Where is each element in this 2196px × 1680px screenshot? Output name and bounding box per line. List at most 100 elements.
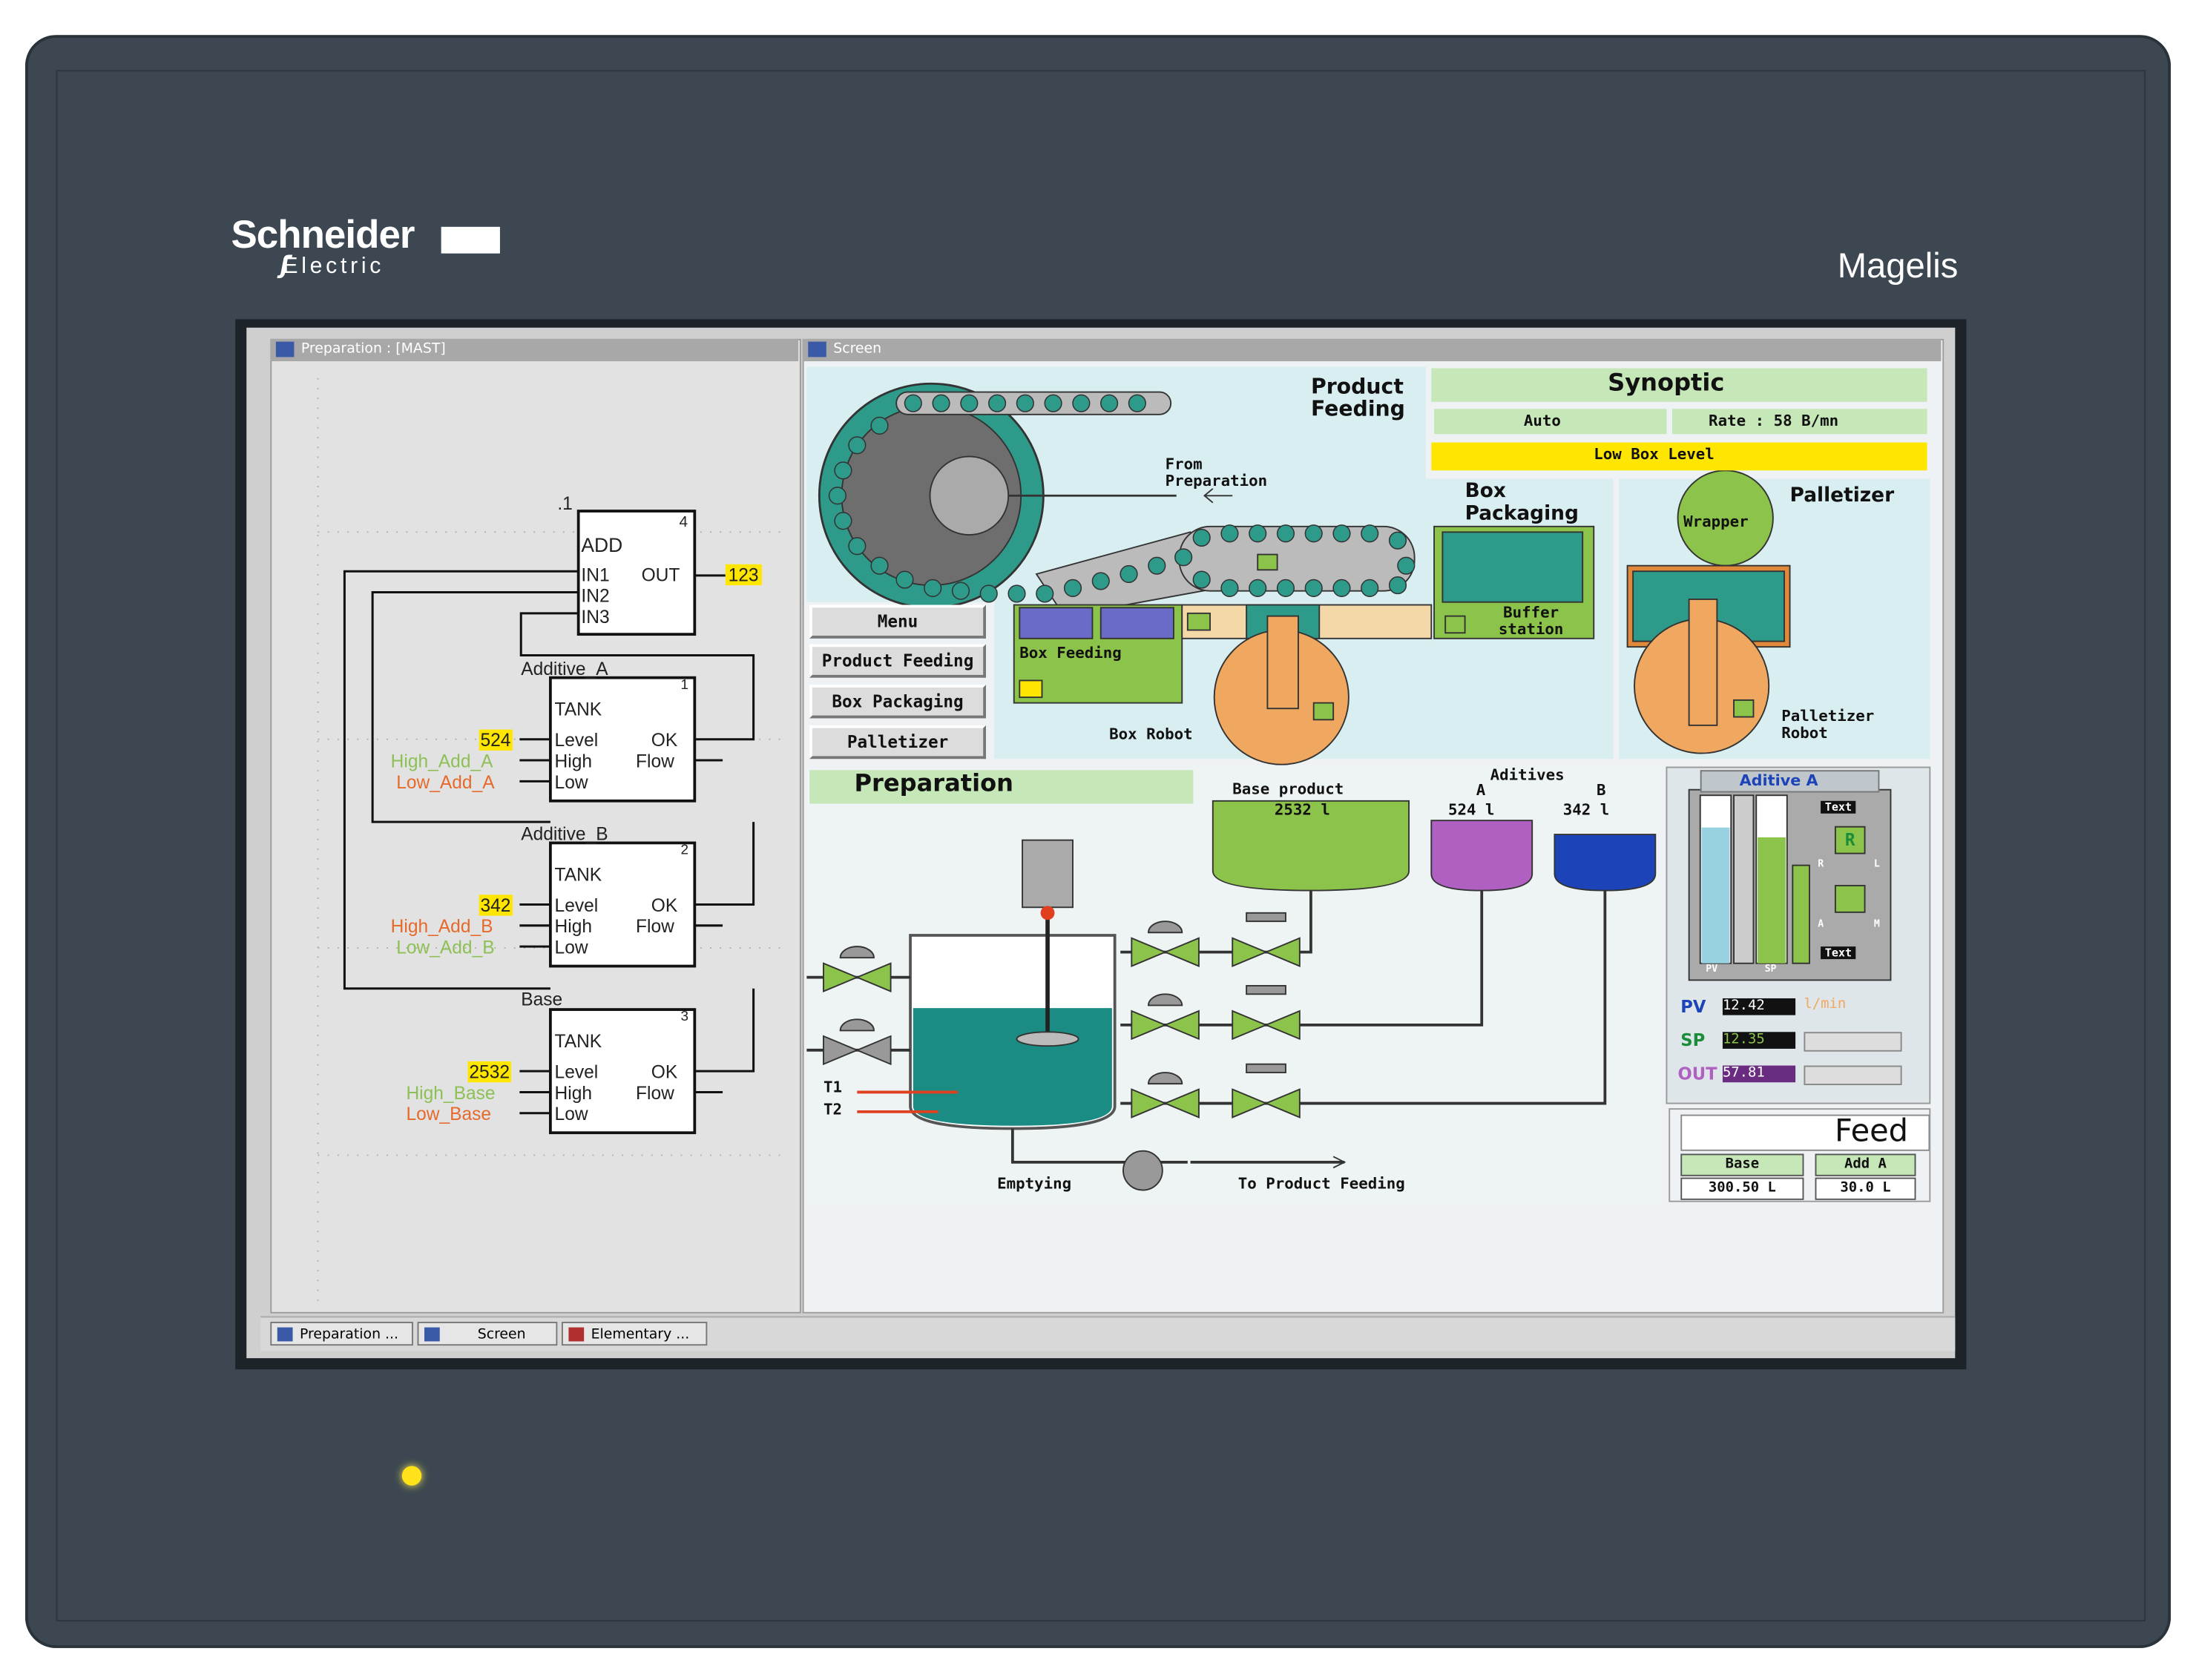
pv-unit: l/min [1804,997,1847,1012]
window-icon [275,341,295,358]
r-label: R [1818,858,1824,870]
window-icon [808,341,826,358]
screen-window-titlebar[interactable]: Screen [802,338,1942,362]
preparation-window-titlebar[interactable]: Preparation : [MAST] [270,338,799,362]
tank-base-low-var: Low_Base [406,1103,492,1124]
screen-window-title: Screen [833,341,882,358]
pv-value: 12.42 [1722,998,1796,1015]
emptying-pump [1122,1150,1163,1191]
l-label: L [1873,858,1880,870]
auto-manual-button[interactable] [1834,885,1866,913]
tank-a-pin-ok: OK [651,729,678,751]
alarm-banner[interactable] [1431,442,1927,471]
from-preparation-label: From Preparation [1165,455,1268,490]
tank-base-pin-level: Level [554,1061,599,1083]
feed-base-label: Base [1680,1153,1804,1176]
tank-b-index: 2 [680,843,688,859]
tank-a-level-value[interactable]: 524 [479,729,513,751]
bezel-frame [56,70,2146,1622]
base-product-value: 2532 l [1274,800,1330,820]
aditive-panel-header [1700,770,1880,793]
rate-box [1671,409,1927,435]
taskbar-item-elementary[interactable]: Elementary ... [561,1322,708,1346]
brand-logo: Schneider [231,212,415,257]
aditive-text-top: Text [1821,800,1856,814]
sp-scale-label: SP [1764,963,1777,975]
tank-base-high-var: High_Base [406,1082,496,1104]
add-out: OUT [641,564,680,586]
tank-b-pin-level: Level [554,895,599,916]
out-value: 57.81 [1722,1065,1796,1083]
menu-title: Menu [809,605,986,639]
tank-a-name: TANK [554,698,602,720]
taskbar-item-label: Preparation ... [299,1327,399,1343]
emptying-label: Emptying [997,1174,1072,1193]
tank-block-b [548,841,697,968]
buffer-station-label: Buffer station [1498,603,1564,639]
window-icon [277,1327,293,1342]
brand-logo-block [441,226,500,254]
palletizer-robot-label: Palletizer Robot [1781,707,1875,742]
menu-product-feeding-button[interactable]: Product Feeding [809,644,986,678]
tank-a-pin-level: Level [554,729,599,751]
additive-b-value: 342 l [1562,800,1610,820]
tank-base-level-value[interactable]: 2532 [467,1061,511,1083]
menu-box-packaging-button[interactable]: Box Packaging [809,685,986,719]
add-block-index: 4 [679,513,688,531]
m-label: M [1873,918,1880,930]
palletizer-label: Palletizer [1789,484,1895,507]
add-block-name: ADD [581,533,623,556]
tank-b-low-var: Low_Add_B [396,936,495,958]
tank-a-index: 1 [680,677,688,694]
remote-button[interactable]: R [1834,826,1866,854]
aditive-panel-title: Aditive A [1739,771,1818,790]
preparation-header [809,770,1194,804]
add-in2: IN2 [581,585,610,607]
feed-add-a-label: Add A [1815,1153,1916,1176]
taskbar-item-label: Elementary ... [591,1327,690,1343]
tank-b-name: TANK [554,863,602,886]
out-slider[interactable] [1804,1065,1902,1086]
t2-label: T2 [824,1100,843,1119]
add-out-value[interactable]: 123 [725,564,762,586]
aditives-label: Aditives [1490,765,1565,785]
sp-bargraph [1758,837,1786,963]
rate-value: Rate : 58 B/mn [1709,412,1839,430]
tank-base-pin-high: High [554,1082,593,1104]
product-feeding-label: Product Feeding [1310,374,1405,422]
synoptic-title: Synoptic [1608,369,1725,398]
taskbar-item-screen[interactable]: Screen [417,1322,558,1346]
tank-a-pin-flow: Flow [636,750,674,772]
box-robot-label: Box Robot [1109,725,1193,744]
preparation-title: Preparation [854,770,1013,799]
tank-a-high-var: High_Add_A [390,750,493,772]
sp-slider[interactable] [1804,1032,1902,1052]
book-icon [568,1327,585,1342]
mode-value: Auto [1523,412,1561,430]
preparation-window[interactable] [270,338,801,1314]
tank-block-base [548,1008,697,1135]
menu-palletizer-button[interactable]: Palletizer [809,725,986,760]
window-icon [424,1327,440,1342]
tank-base-header: Base [521,988,563,1010]
t1-label: T1 [824,1078,843,1097]
mode-box [1434,409,1667,435]
taskbar-item-preparation[interactable]: Preparation ... [270,1322,413,1346]
mixer-motor [1022,839,1074,909]
add-block [576,510,697,636]
tank-b-pin-high: High [554,915,593,937]
additive-b-letter: B [1597,781,1606,800]
synoptic-header [1431,368,1927,402]
tank-b-level-value[interactable]: 342 [479,895,513,916]
base-product-label: Base product [1232,780,1344,799]
feed-add-a-value: 30.0 L [1815,1177,1916,1200]
feed-header-box [1680,1114,1930,1151]
tank-b-pin-ok: OK [651,895,678,916]
add-in1: IN1 [581,564,610,586]
sp-value[interactable]: 12.35 [1722,1032,1796,1049]
tank-a-pin-low: Low [554,771,588,793]
to-product-feeding-label: To Product Feeding [1237,1174,1405,1193]
tank-b-high-var: High_Add_B [390,915,493,937]
